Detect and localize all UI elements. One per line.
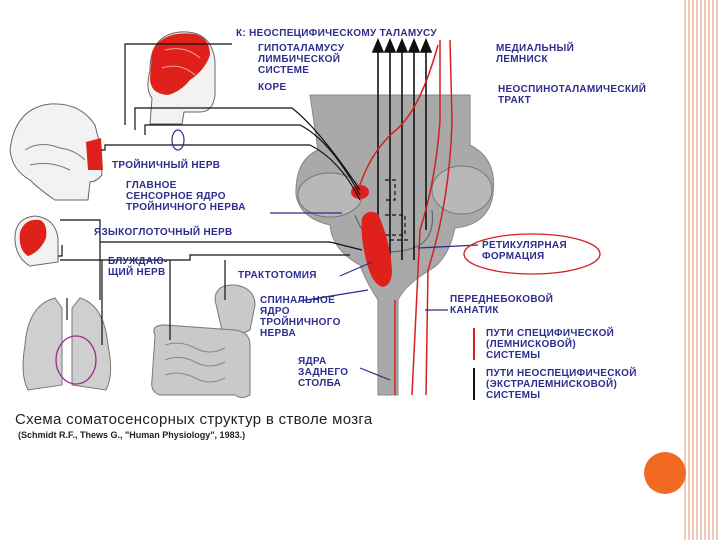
intestines — [151, 284, 256, 398]
label-dorsal-column-nuclei: ЯДРА ЗАДНЕГО СТОЛБА — [298, 356, 349, 389]
spinal-trigeminal-nucleus — [361, 211, 392, 287]
main-sensory-nucleus — [351, 185, 369, 199]
label-reticular-formation: РЕТИКУЛЯРНАЯ ФОРМАЦИЯ — [482, 240, 567, 262]
label-medial-lemniscus: МЕДИАЛЬНЫЙ ЛЕМНИСК — [496, 43, 575, 65]
label-anterolateral-canal: ПЕРЕДНЕБОКОВОЙ КАНАТИК — [450, 294, 554, 316]
caption-title: Схема соматосенсорных структур в стволе … — [15, 411, 373, 428]
label-neospinothalamic-tract: НЕОСПИНОТАЛАМИЧЕСКИЙ ТРАКТ — [498, 84, 647, 106]
head-cross-section — [9, 103, 103, 201]
internal-dashed-marks — [385, 179, 410, 241]
label-glossopharyngeal-nerve: ЯЗЫКОГЛОТОЧНЫЙ НЕРВ — [94, 227, 233, 238]
label-main-sensory-nucleus: ГЛАВНОЕ СЕНСОРНОЕ ЯДРО ТРОЙНИЧНОГО НЕРВА — [126, 180, 246, 213]
decorative-orange-dot — [644, 452, 686, 494]
decorative-edge-stripes — [684, 0, 720, 540]
label-specific-pathways: ПУТИ СПЕЦИФИЧЕСКОЙ (ЛЕМНИСКОВОЙ) СИСТЕМЫ — [486, 328, 615, 361]
reticular-formation-ellipse — [463, 233, 601, 275]
label-cortex: КОРЕ — [258, 82, 287, 93]
label-spinal-nucleus: СПИНАЛЬНОЕ ЯДРО ТРОЙНИЧНОГО НЕРВА — [260, 295, 341, 339]
label-trigeminal-nerve: ТРОЙНИЧНЫЙ НЕРВ — [112, 160, 221, 171]
pons-lobe-right — [431, 165, 493, 215]
ascending-arrows — [371, 37, 433, 260]
label-to-nonspecific-thalamus: К: НЕОСПЕЦИФИЧЕСКОМУ ТАЛАМУСУ — [236, 28, 437, 39]
label-tractotomy: ТРАКТОТОМИЯ — [238, 270, 317, 281]
caption-source: (Schmidt R.F., Thews G., "Human Physiolo… — [18, 430, 246, 440]
red-pathways — [359, 39, 453, 396]
trigeminal-ganglion-ellipse — [171, 129, 185, 151]
face-sensory-region — [150, 33, 210, 95]
throat-sensory-region — [19, 219, 47, 256]
lungs — [22, 297, 112, 391]
lung-innervation-ellipse — [55, 335, 97, 385]
label-nonspecific-pathways: ПУТИ НЕОСПЕЦИФИЧЕСКОЙ (ЭКСТРАЛЕМНИСКОВОЙ… — [486, 368, 637, 401]
pointer-lines — [270, 212, 479, 381]
label-hypothalamus-limbic: ГИПОТАЛАМУСУ ЛИМБИЧЕСКОЙ СИСТЕМЕ — [258, 43, 345, 76]
nerve-lines — [58, 43, 363, 345]
oral-sensory-region — [86, 138, 103, 170]
label-vagus-nerve: БЛУЖДАЮ- ЩИЙ НЕРВ — [108, 256, 168, 278]
